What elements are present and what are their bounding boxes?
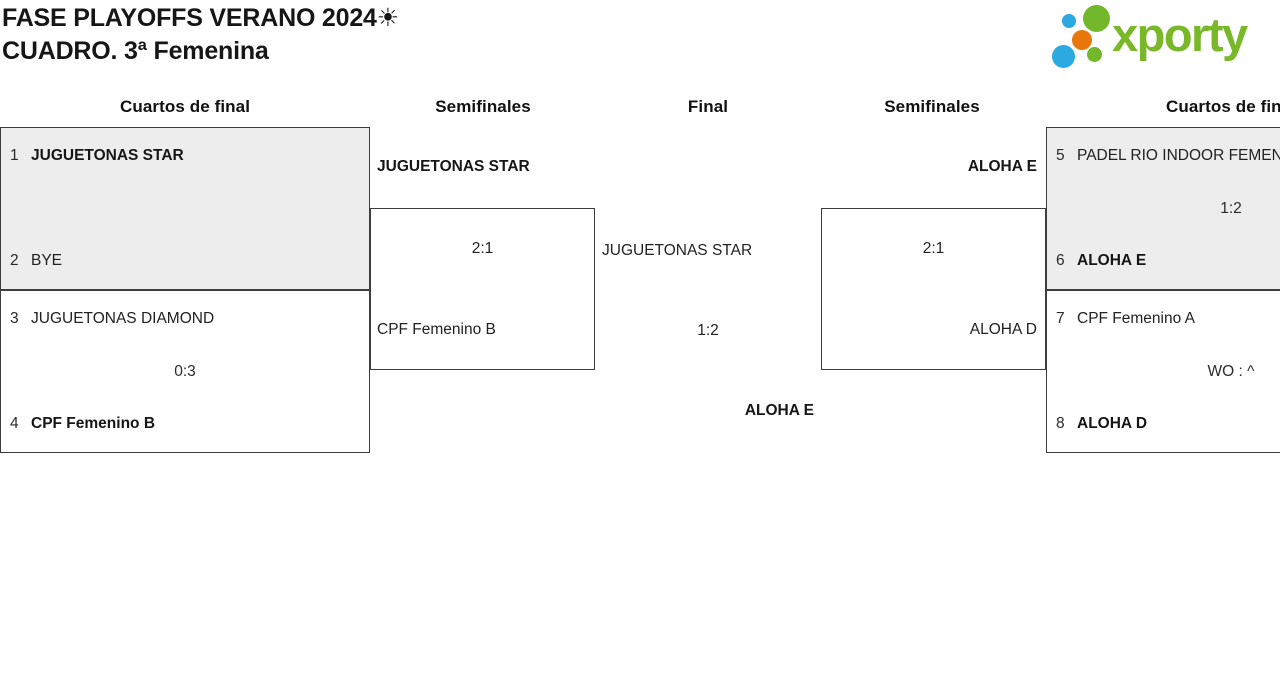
seed-number: 7 xyxy=(1056,310,1065,327)
seed-number: 3 xyxy=(10,310,19,327)
team-row: 6 ALOHA E xyxy=(1056,252,1280,270)
team-row: 7 CPF Femenino A xyxy=(1056,310,1280,328)
team-name: JUGUETONAS DIAMOND xyxy=(31,310,215,327)
seed-number: 1 xyxy=(10,147,19,164)
match-qf-right-top[interactable]: 5 PADEL RIO INDOOR FEMENINO 1:2 6 ALOHA … xyxy=(1046,127,1280,290)
seed-number: 5 xyxy=(1056,147,1065,164)
round-header-final: Final xyxy=(687,97,729,116)
tournament-title: FASE PLAYOFFS VERANO 2024☀ xyxy=(2,4,399,32)
seed-number: 4 xyxy=(10,415,19,432)
match-sf-left-box[interactable] xyxy=(370,208,595,370)
team-name: JUGUETONAS STAR xyxy=(602,242,753,259)
team-row: 8 ALOHA D xyxy=(1056,415,1280,433)
team-name: CPF Femenino B xyxy=(31,415,156,432)
match-qf-right-bottom[interactable]: 7 CPF Femenino A WO : ^ 8 ALOHA D xyxy=(1046,290,1280,453)
team-name: CPF Femenino A xyxy=(1077,310,1196,327)
logo-dot-blue-large-icon xyxy=(1052,45,1075,68)
team-name: ALOHA D xyxy=(969,321,1037,338)
team-name: ALOHA E xyxy=(1077,252,1147,269)
round-header-quarterfinals-left: Cuartos de final xyxy=(119,97,251,116)
match-sf-right-box[interactable] xyxy=(821,208,1046,370)
logo-wordmark: xporty xyxy=(1112,8,1248,61)
team-row: 5 PADEL RIO INDOOR FEMENINO xyxy=(1056,147,1280,165)
round-header-semifinals-right: Semifinales xyxy=(884,97,980,116)
match-score: WO : ^ xyxy=(1207,362,1255,380)
xporty-logo[interactable]: xporty xyxy=(1048,2,1280,68)
team-name: PADEL RIO INDOOR FEMENINO xyxy=(1077,147,1280,164)
round-header-semifinals-left: Semifinales xyxy=(435,97,531,116)
team-name: BYE xyxy=(31,252,63,269)
team-name: ALOHA E xyxy=(744,402,814,419)
team-row: 2 BYE xyxy=(10,252,359,270)
match-score: 1:2 xyxy=(697,322,719,339)
round-header-quarterfinals-right: Cuartos de final xyxy=(1165,97,1280,116)
seed-number: 6 xyxy=(1056,252,1065,269)
team-row: 3 JUGUETONAS DIAMOND xyxy=(10,310,359,328)
draw-subtitle: CUADRO. 3ª Femenina xyxy=(2,37,269,65)
team-row: 1 JUGUETONAS STAR xyxy=(10,147,359,165)
team-name: ALOHA E xyxy=(967,158,1037,175)
team-name: CPF Femenino B xyxy=(377,321,496,338)
team-name: JUGUETONAS STAR xyxy=(31,147,184,164)
match-qf-left-bottom[interactable]: 3 JUGUETONAS DIAMOND 0:3 4 CPF Femenino … xyxy=(0,290,370,453)
team-row: 4 CPF Femenino B xyxy=(10,415,359,433)
team-name: ALOHA D xyxy=(1077,415,1148,432)
seed-number: 2 xyxy=(10,252,19,269)
match-score: 0:3 xyxy=(174,362,196,380)
logo-dot-blue-small-icon xyxy=(1062,14,1076,28)
team-name: JUGUETONAS STAR xyxy=(377,158,530,175)
match-score: 2:1 xyxy=(922,240,945,257)
page-title: FASE PLAYOFFS VERANO 2024☀ CUADRO. 3ª Fe… xyxy=(2,2,399,68)
match-qf-left-top[interactable]: 1 JUGUETONAS STAR 2 BYE xyxy=(0,127,370,290)
match-score: 1:2 xyxy=(1220,199,1242,217)
logo-dot-green-large-icon xyxy=(1083,5,1110,32)
seed-number: 8 xyxy=(1056,415,1065,432)
logo-dot-green-small-icon xyxy=(1087,47,1102,62)
match-score: 2:1 xyxy=(471,240,494,257)
logo-dot-orange-icon xyxy=(1072,30,1092,50)
